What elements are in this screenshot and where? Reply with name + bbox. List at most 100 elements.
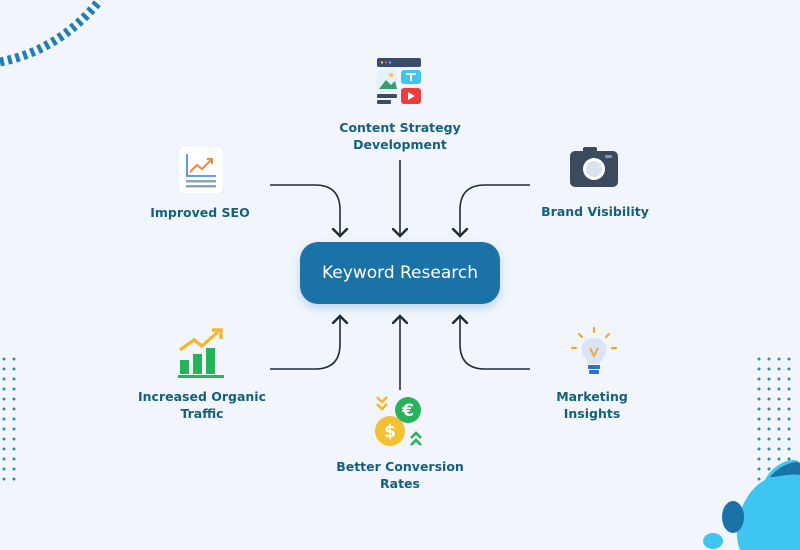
decorative-blob [703,460,800,550]
decorative-dot [777,357,781,361]
decorative-dot [767,447,771,451]
decorative-dot [767,457,771,461]
decorative-dot [757,477,761,481]
currency-exchange-icon: € $ [375,396,422,446]
decorative-stripe-arc [0,0,104,67]
decorative-dot [777,407,781,411]
decorative-dot [767,437,771,441]
decorative-dot [767,417,771,421]
label-line: Insights [563,406,621,421]
decorative-dot [787,367,791,371]
label-line: Content Strategy [339,120,461,135]
label-line: Traffic [180,406,224,421]
decorative-dot [777,437,781,441]
lightbulb-icon [570,326,618,374]
decorative-dot [757,377,761,381]
center-node-keyword-research: Keyword Research [300,242,500,304]
arrow-brand [460,184,530,236]
decorative-dot [2,467,6,471]
decorative-dot [2,387,6,391]
decorative-dot [777,427,781,431]
decorative-dot [757,357,761,361]
label-line: Rates [380,476,420,491]
decorative-dot [2,427,6,431]
decorative-dot [2,377,6,381]
decorative-dot [777,457,781,461]
decorative-dot [12,407,16,411]
decorative-dot [787,357,791,361]
decorative-dot [767,367,771,371]
decorative-dot [2,437,6,441]
decorative-dot [787,377,791,381]
node-label-marketing-insights: Marketing Insights [522,388,662,422]
decorative-dot [12,397,16,401]
decorative-dot [787,437,791,441]
label-line: Marketing [556,389,628,404]
decorative-dot [767,387,771,391]
decorative-dot [757,447,761,451]
decorative-dot [12,367,16,371]
decorative-dot [12,477,16,481]
decorative-dot [12,377,16,381]
decorative-dot [787,397,791,401]
decorative-dot [2,367,6,371]
decorative-dot [787,417,791,421]
decorative-dot [757,457,761,461]
decorative-dot [12,467,16,471]
node-label-conversion-rates: Better Conversion Rates [320,458,480,492]
arrow-marketing [460,316,530,370]
decorative-dot [787,457,791,461]
decorative-dot [12,357,16,361]
decorative-dot [757,467,761,471]
decorative-dot [12,417,16,421]
decorative-dot [777,447,781,451]
label-line: Better Conversion [336,459,464,474]
decorative-dot [787,387,791,391]
decorative-dot [757,417,761,421]
growth-bars-icon [178,328,224,378]
content-media-icon [377,58,421,104]
svg-text:$: $ [384,422,396,442]
camera-icon [570,147,618,187]
svg-text:€: € [401,401,414,421]
decorative-dot [2,457,6,461]
decorative-dot [787,427,791,431]
label-line: Improved SEO [150,205,250,220]
decorative-dot [12,427,16,431]
decorative-dot [767,377,771,381]
node-label-brand-visibility: Brand Visibility [525,203,665,220]
decorative-dot [767,467,771,471]
decorative-dot [757,427,761,431]
decorative-dot [12,447,16,451]
node-label-content-strategy: Content Strategy Development [320,119,480,153]
decorative-dot [777,397,781,401]
decorative-dot [767,357,771,361]
decorative-dot [777,377,781,381]
decorative-dot [777,387,781,391]
decorative-dot [787,447,791,451]
decorative-dot [777,367,781,371]
decorative-dot [2,417,6,421]
decorative-dot [757,387,761,391]
node-label-organic-traffic: Increased Organic Traffic [122,388,282,422]
label-line: Increased Organic [137,389,267,404]
decorative-dot [2,447,6,451]
label-line: Development [353,137,447,152]
decorative-dot [757,437,761,441]
decorative-dot [2,477,6,481]
node-label-improved-seo: Improved SEO [130,204,270,221]
arrow-seo [270,184,340,236]
decorative-dot [12,387,16,391]
label-line: Brand Visibility [541,204,649,219]
decorative-dot [767,427,771,431]
decorative-dot [757,407,761,411]
decorative-dot [12,437,16,441]
decorative-dot [787,407,791,411]
arrow-organic [270,316,340,370]
decorative-dot [12,457,16,461]
decorative-dot [2,397,6,401]
decorative-dot [767,407,771,411]
decorative-dot [757,397,761,401]
